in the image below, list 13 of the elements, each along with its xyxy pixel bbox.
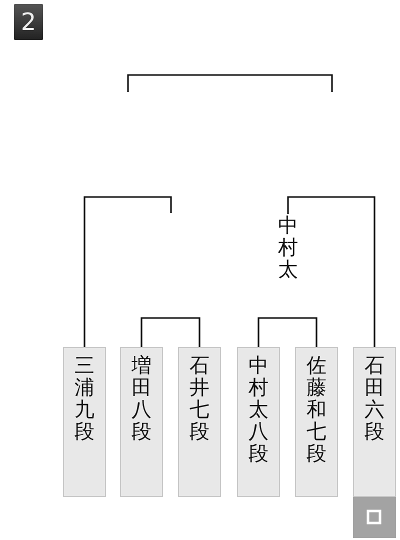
winner-name: 中村太: [276, 214, 300, 286]
player-box: 増田八段: [120, 347, 163, 497]
bracket-line: [84, 196, 172, 347]
player-box: 佐藤和七段: [295, 347, 338, 497]
player-box: 石井七段: [178, 347, 221, 497]
bracket-line: [258, 317, 318, 347]
bracket-line: [287, 196, 376, 347]
button-box: [353, 497, 396, 538]
player-box: 中村太八段: [237, 347, 280, 497]
bracket-line: [140, 317, 200, 347]
player-box: 石田六段: [353, 347, 396, 497]
player-box: 三浦九段: [63, 347, 106, 497]
number-badge: 2: [14, 4, 43, 40]
